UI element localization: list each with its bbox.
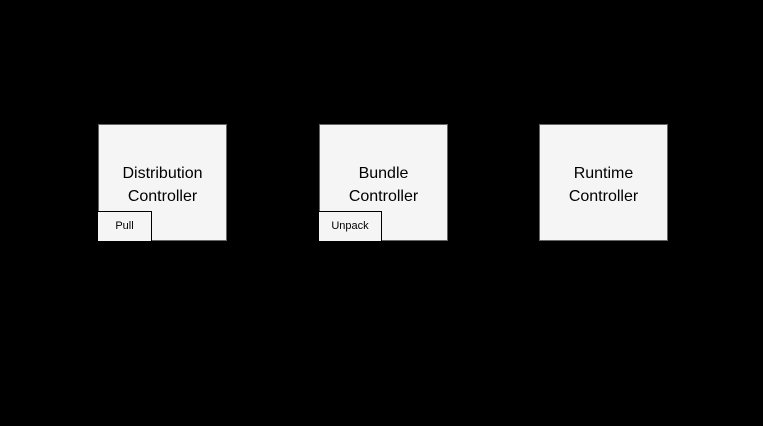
subnode-label-pull: Pull [115,220,134,232]
subnode-pull: Pull [97,211,152,242]
node-label-distribution-controller: Distribution Controller [122,164,203,205]
node-label-bundle-controller: Bundle Controller [348,164,419,205]
subnode-unpack: Unpack [318,211,382,242]
node-distribution-controller: Distribution Controller Pull [97,124,227,242]
node-label-runtime-controller: Runtime Controller [568,164,639,205]
subnode-label-unpack: Unpack [331,220,369,232]
node-runtime-controller: Runtime Controller [539,124,668,241]
node-bundle-controller: Bundle Controller Unpack [318,124,448,242]
